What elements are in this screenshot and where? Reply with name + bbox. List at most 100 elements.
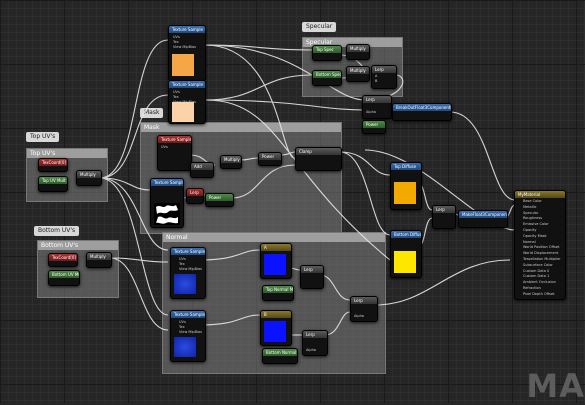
result-pin[interactable]: Metallic [523,204,537,209]
node-title: Texture Sample [158,136,191,143]
make-float3-node[interactable]: MakeFloat3Components [458,210,508,228]
scalar-param-bottom-uv-mult[interactable]: Bottom UV Mult [48,270,80,286]
result-pin[interactable]: Tessellation Multiplier [523,257,561,261]
comment-title: Bottom UV's [41,242,79,249]
result-pin[interactable]: Refraction [523,286,541,290]
result-pin[interactable]: Normal [523,239,536,244]
comment-bottom-uvs[interactable]: Bottom UV's [37,240,119,298]
constant-vector-node[interactable]: A [260,243,292,279]
scalar-param-top-spec[interactable]: Top Spec [312,45,342,61]
node-title: Texture Sample [151,179,183,186]
lerp-node[interactable]: Lerp [186,188,204,204]
node-title: Top UV Mult [39,177,67,184]
result-pin[interactable]: World Displacement [523,251,559,256]
clamp-node[interactable]: Clamp [295,147,342,171]
tex-coord-node[interactable]: TexCoord[0] [48,253,78,267]
multiply-node[interactable]: Multiply [86,252,112,268]
node-title: TexCoord[0] [39,159,67,166]
power-node[interactable]: Power [258,152,282,166]
node-title: TexCoord[0] [49,254,77,261]
result-pin[interactable]: Pixel Depth Offset [523,291,555,296]
result-pin[interactable]: Subsurface Color [523,262,553,267]
power-node[interactable]: Power [205,193,234,207]
lerp-node[interactable]: Lerp [300,265,324,289]
node-title: Top Spec [313,46,341,53]
texture-sample-node[interactable]: Texture Sample UVs [157,135,192,171]
multiply-node[interactable]: Multiply [76,170,102,186]
node-title: Power [259,153,281,160]
pin-label: Alpha [306,348,316,352]
result-pin[interactable]: Opacity [523,228,537,232]
node-title: Lerp [187,189,203,196]
result-pin[interactable]: Custom Data 0 [523,268,550,273]
result-pin[interactable]: Roughness [523,216,543,221]
multiply-node[interactable]: Multiply [346,44,370,60]
scalar-param-bottom-spec[interactable]: Bottom Spec [312,70,342,86]
constant-vector-node[interactable]: B [260,310,292,346]
comment-title: Normal [166,234,188,241]
result-pin[interactable]: Emissive Color [523,222,549,227]
texture-sample-node[interactable]: Texture Sample UVs Tex View MipBias [168,80,206,124]
lerp-node[interactable]: Lerp Alpha [350,296,378,322]
break-out-float3-node[interactable]: BreakOutFloat3Components [392,103,452,121]
multiply-node[interactable]: Multiply [220,155,242,169]
pin-label: UVs [179,320,186,324]
node-title: Texture Sample [171,311,205,318]
multiply-node[interactable]: Multiply [346,66,370,82]
scalar-param-bottom-normal-mult[interactable]: Bottom Normal Mult [262,348,298,364]
texture-sample-node[interactable]: Texture Sample UVs Tex View MipBias [168,25,206,81]
scalar-param-node[interactable]: Power [362,120,386,134]
result-pin[interactable]: Ambient Occlusion [523,280,556,285]
scalar-param-top-uv-mult[interactable]: Top UV Mult [38,176,68,192]
result-pin[interactable]: Specular [523,210,539,215]
node-title: Top Diffuse [391,163,421,170]
result-pin[interactable]: Opacity Mask [523,233,547,238]
pin-label: UVs [161,145,168,149]
pin-label: View MipBias [179,330,202,334]
node-title: Multiply [87,253,111,260]
comment-bubble-bottom-uvs[interactable]: Bottom UV's [34,226,80,236]
node-title: Bottom Diffuse [391,231,421,238]
vector-param-bottom-diffuse[interactable]: Bottom Diffuse [390,230,422,278]
add-node[interactable]: Add [190,162,214,178]
comment-bubble-top-uvs[interactable]: Top UV's [26,132,60,142]
pin-label: Alpha [366,110,376,114]
node-title: BreakOutFloat3Components [393,104,451,111]
mask-noise-preview [154,203,180,225]
node-title: Texture Sample [171,248,205,255]
result-pin[interactable]: Base Color [523,199,542,203]
lerp-node[interactable]: Lerp Alpha [302,330,328,356]
node-title: Power [363,121,385,128]
pin-label: UVs [173,90,180,94]
node-title: Top Normal Mult [263,286,293,293]
scalar-param-top-normal-mult[interactable]: Top Normal Mult [262,285,294,301]
node-title: Bottom Normal Mult [263,349,297,356]
pin-label: Alpha [354,314,364,318]
texture-sample-node[interactable]: Texture Sample UVs Tex View MipBias [170,310,206,362]
texture-sample-node[interactable]: Texture Sample [150,178,184,228]
lerp-node[interactable]: Lerp A B [371,65,397,89]
texture-preview-orange [172,54,194,76]
pin-label: View MipBias [179,267,202,271]
color-preview-top-diffuse [394,182,416,204]
pin-label: View MipBias [173,45,196,49]
texture-sample-node[interactable]: Texture Sample UVs Tex View MipBias [170,247,206,299]
tex-coord-node[interactable]: TexCoord[0] [38,158,68,172]
node-title: Bottom Spec [313,71,341,78]
result-pin[interactable]: Custom Data 1 [523,274,550,279]
comment-bubble-mask[interactable]: Mask [140,108,164,118]
result-pin[interactable]: World Position Offset [523,245,560,250]
node-title: Lerp [303,331,327,338]
color-preview-blue [264,321,286,342]
comment-bubble-specular[interactable]: Specular [302,22,337,32]
lerp-node[interactable]: Lerp Alpha [362,95,392,119]
color-preview-blue [264,254,286,275]
pin-label: Tex [179,262,185,266]
comment-title: Mask [144,124,160,131]
vector-param-top-diffuse[interactable]: Top Diffuse [390,162,422,210]
texture-preview-normal [174,274,196,294]
node-title: MakeFloat3Components [459,211,507,218]
node-title: MyMaterial [515,191,565,198]
lerp-node[interactable]: Lerp [432,205,456,229]
